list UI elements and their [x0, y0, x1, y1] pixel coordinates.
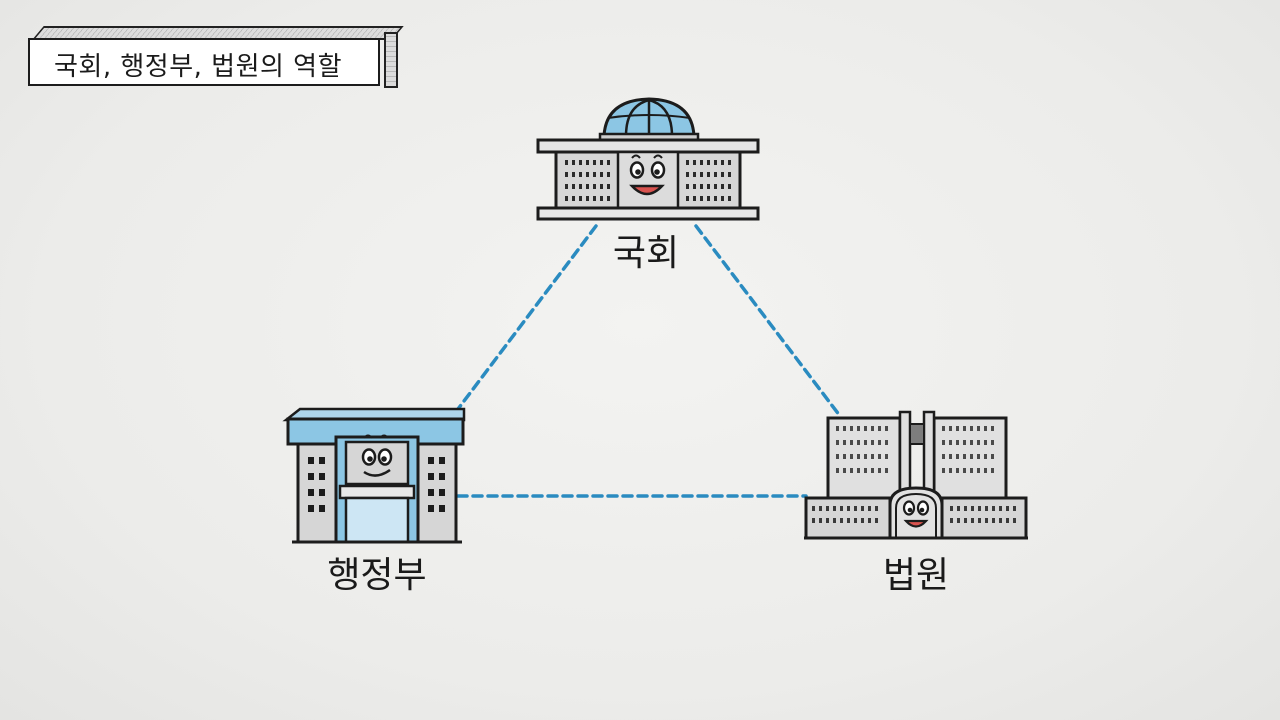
connector-assembly-court [694, 224, 842, 418]
executive-building-icon [282, 407, 466, 544]
connector-assembly-executive [453, 224, 598, 415]
title-box: 국회, 행정부, 법원의 역할 [28, 26, 404, 88]
title-box-face [28, 38, 380, 86]
court-label: 법원 [882, 555, 950, 596]
page-title: 국회, 행정부, 법원의 역할 [54, 52, 343, 82]
assembly-label: 국회 [612, 233, 680, 274]
title-box-side-edge [384, 32, 398, 88]
executive-label: 행정부 [327, 555, 427, 596]
assembly-building-icon [536, 97, 760, 221]
court-building-icon [804, 410, 1028, 540]
